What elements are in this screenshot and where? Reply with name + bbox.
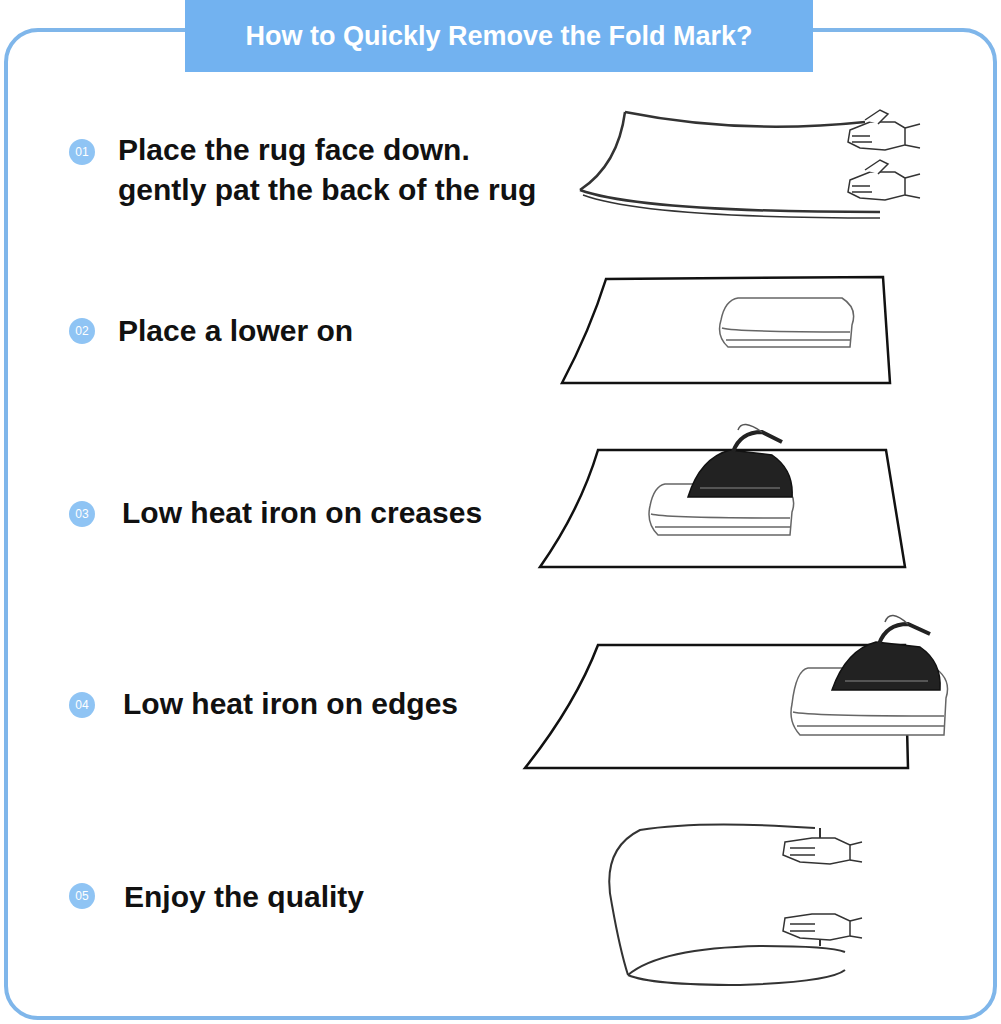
step-circle: 03 [69,501,95,527]
step-text: Low heat iron on creases [122,493,542,533]
step-circle: 05 [69,883,95,909]
step-text: Enjoy the quality [124,877,544,917]
rug-held [609,824,845,985]
iron [688,424,792,497]
hand [783,838,862,940]
step-number: 02 [75,324,88,338]
step-number: 03 [75,507,88,521]
step-circle: 01 [69,139,95,165]
step-text: Low heat iron on edges [123,684,543,724]
step-number: 01 [75,145,88,159]
outer-frame [6,30,995,1018]
title-band: How to Quickly Remove the Fold Mark? [185,0,813,72]
step-number: 05 [75,889,88,903]
towel [720,298,854,347]
step-circle: 04 [69,692,95,718]
rug-lifted [580,112,880,218]
step-circle: 02 [69,318,95,344]
hand [848,110,920,200]
step-number: 04 [75,698,88,712]
iron [832,615,940,690]
title-text: How to Quickly Remove the Fold Mark? [245,21,752,52]
step-text: Place a lower on [118,311,558,351]
rug-flat [540,450,905,567]
rug-flat [562,277,890,383]
step-text: Place the rug face down. gently pat the … [118,130,548,210]
